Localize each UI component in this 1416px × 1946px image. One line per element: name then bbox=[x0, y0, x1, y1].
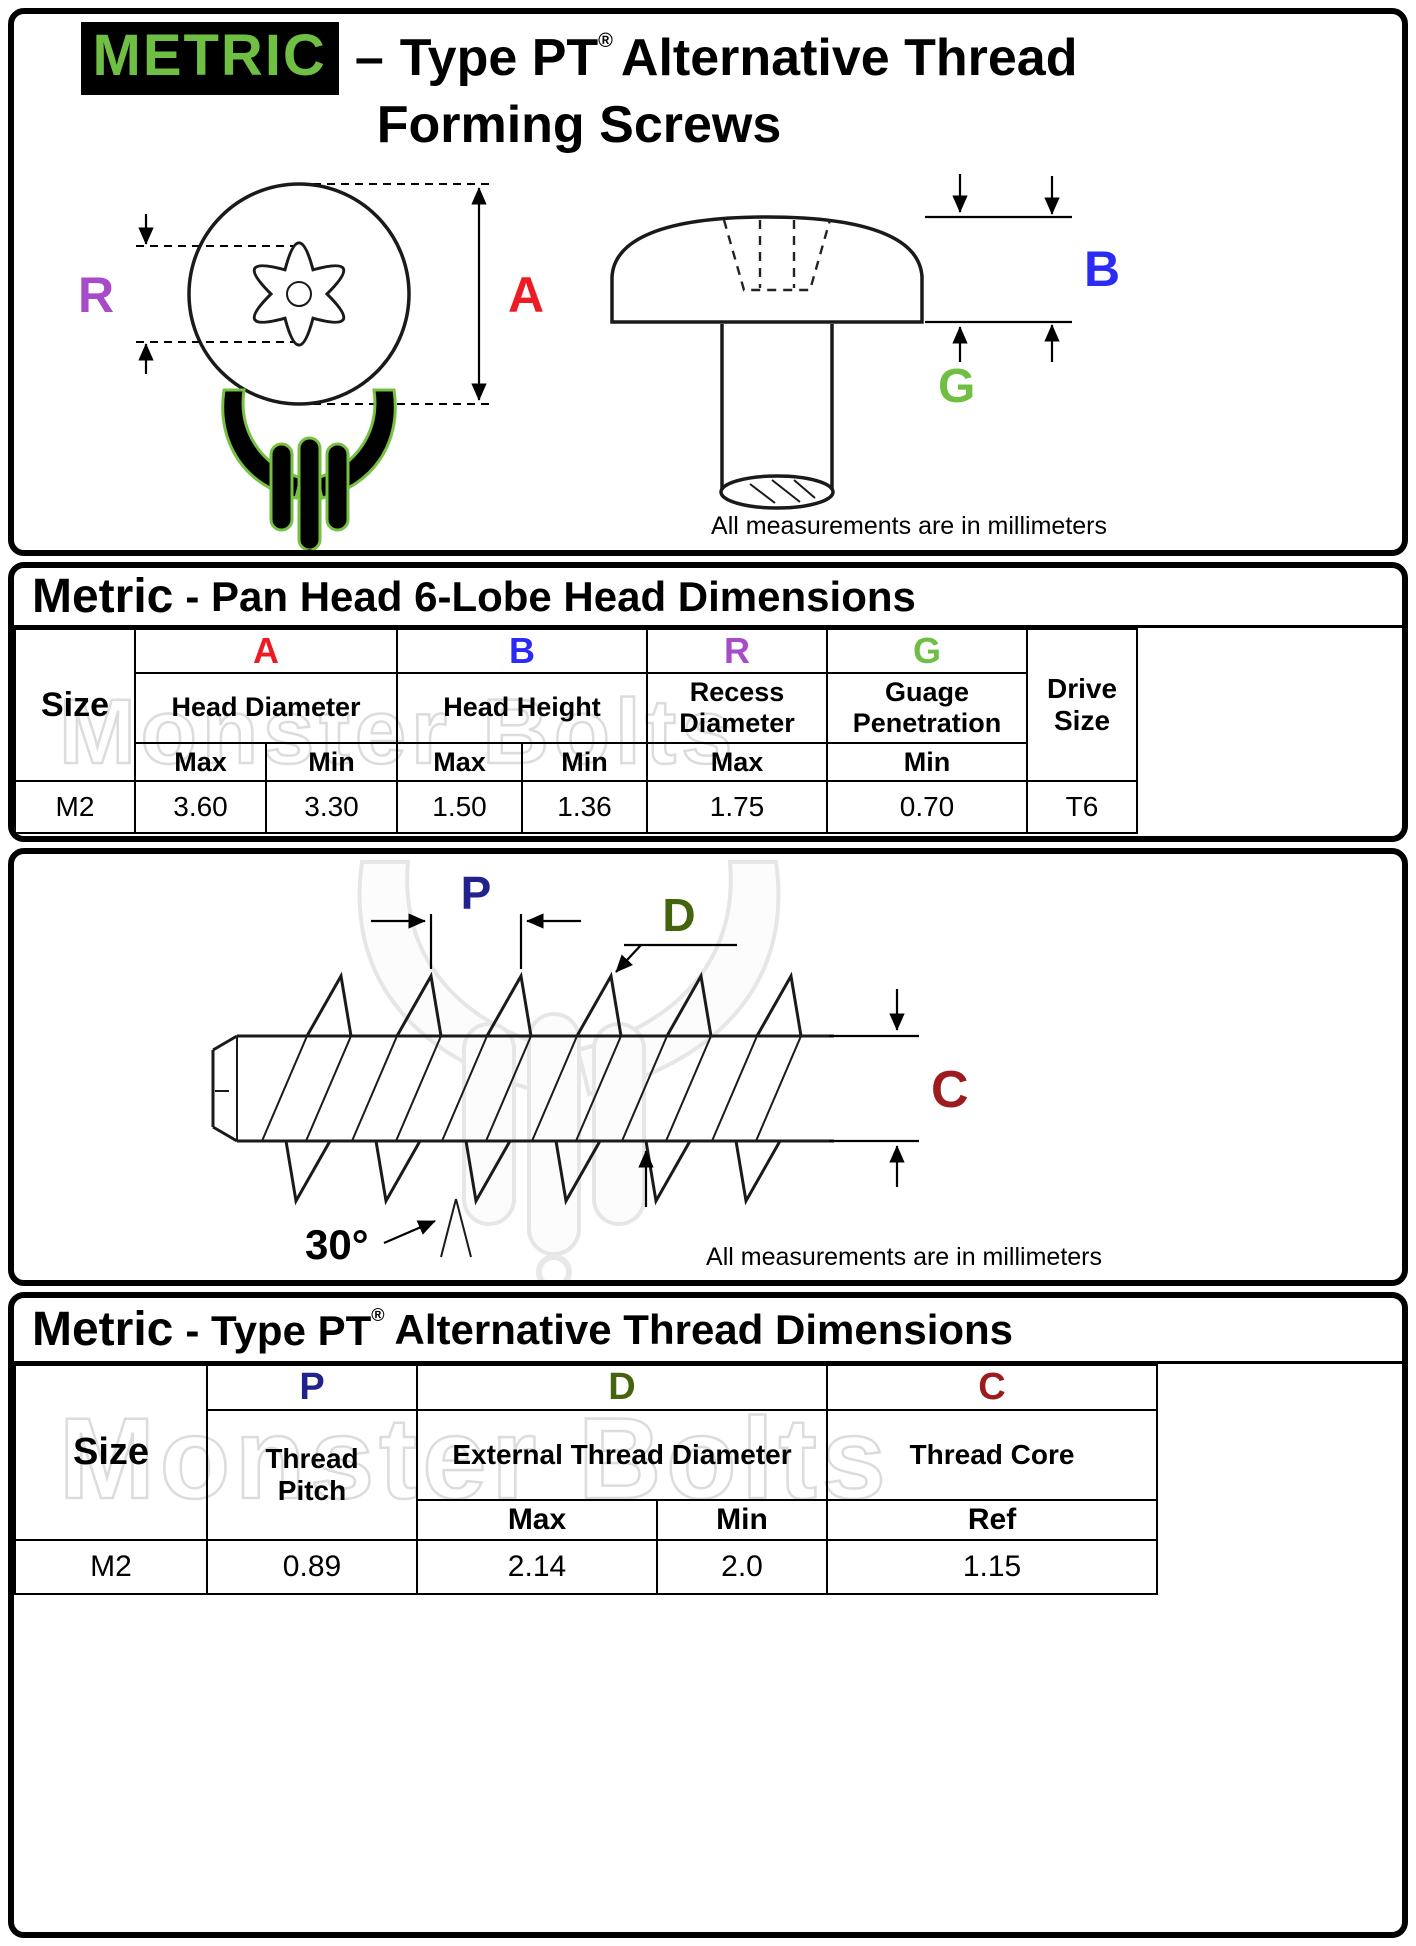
col-name-guage-penetration: Guage Penetration bbox=[826, 672, 1028, 744]
page-title: METRIC – Type PT®Alternative Thread Form… bbox=[14, 14, 1144, 155]
logo-bolt-center bbox=[297, 436, 322, 550]
thread-drawing-section: P D C 30° All measurements are in millim… bbox=[8, 848, 1408, 1286]
cell-a-max: 3.60 bbox=[134, 780, 267, 834]
sub-d-min: Min bbox=[655, 1499, 829, 1541]
measurement-note: All measurements are in millimeters bbox=[706, 1243, 1102, 1271]
dim-label-B: B bbox=[1084, 241, 1120, 297]
cell-b-max: 1.50 bbox=[396, 780, 523, 834]
cell-size: M2 bbox=[14, 1539, 208, 1595]
thread-dimensions-section: Metric - Type PT® Alternative Thread Dim… bbox=[8, 1292, 1408, 1938]
registered-mark: ® bbox=[598, 30, 613, 53]
heading-rest: - Type PT® bbox=[185, 1304, 385, 1354]
thread-profile-drawing: P D C 30° bbox=[211, 869, 969, 1268]
metric-badge: METRIC bbox=[80, 22, 339, 95]
dim-label-D: D bbox=[662, 889, 695, 941]
head-table-heading: Metric - Pan Head 6-Lobe Head Dimensions bbox=[14, 568, 1402, 628]
col-name-head-diameter: Head Diameter bbox=[134, 672, 398, 744]
sub-d-max: Max bbox=[416, 1499, 658, 1541]
logo-bolt-left bbox=[269, 442, 294, 532]
page-title-line1: METRIC – Type PT®Alternative Thread bbox=[14, 22, 1144, 95]
thread-dimensions-table: Size P D C Thread Pitch External Thread … bbox=[14, 1364, 1159, 1595]
head-dimensions-section: Metric - Pan Head 6-Lobe Head Dimensions… bbox=[8, 562, 1408, 842]
head-dimensions-table: Size A B R G Drive Size Head Diameter He… bbox=[14, 628, 1138, 834]
sub-b-max: Max bbox=[396, 742, 523, 782]
logo-ring bbox=[306, 549, 313, 550]
col-letter-D: D bbox=[415, 1364, 829, 1411]
col-header-drive-size: Drive Size bbox=[1026, 628, 1138, 782]
head-top-view-drawing: A R bbox=[78, 182, 544, 406]
col-name-thread-core: Thread Core bbox=[826, 1409, 1159, 1501]
col-header-size: Size bbox=[14, 628, 136, 782]
six-lobe-recess bbox=[252, 241, 346, 347]
col-name-recess-diameter: Recess Diameter bbox=[646, 672, 828, 744]
monster-bolts-logo bbox=[221, 388, 397, 550]
sub-a-max: Max bbox=[134, 742, 267, 782]
sub-g-min: Min bbox=[826, 742, 1028, 782]
heading-metric: Metric bbox=[32, 1303, 174, 1356]
cell-b-min: 1.36 bbox=[521, 780, 648, 834]
col-letter-A: A bbox=[134, 628, 398, 674]
dim-label-R: R bbox=[78, 267, 114, 323]
heading-metric: Metric bbox=[32, 570, 174, 623]
dim-label-G: G bbox=[938, 360, 975, 413]
col-name-thread-pitch: Thread Pitch bbox=[206, 1409, 418, 1541]
sub-c-ref: Ref bbox=[826, 1499, 1159, 1541]
cell-c-ref: 1.15 bbox=[826, 1539, 1159, 1595]
col-name-external-thread-diameter: External Thread Diameter bbox=[415, 1409, 829, 1501]
table-row: M2 0.89 2.14 2.0 1.15 bbox=[14, 1539, 1159, 1595]
cell-p: 0.89 bbox=[206, 1539, 418, 1595]
recess-center-circle bbox=[286, 281, 312, 307]
title-text: Type PT®Alternative Thread bbox=[399, 29, 1078, 88]
head-outline-circle bbox=[187, 182, 411, 406]
table-row: M2 3.60 3.30 1.50 1.36 1.75 0.70 T6 bbox=[14, 780, 1138, 834]
dim-line-D bbox=[615, 944, 642, 973]
col-letter-B: B bbox=[396, 628, 648, 674]
measurement-note: All measurements are in millimeters bbox=[711, 512, 1107, 540]
dim-label-P: P bbox=[461, 869, 492, 919]
page-title-line2: Forming Screws bbox=[376, 95, 782, 154]
sub-a-min: Min bbox=[265, 742, 398, 782]
angle-pointer-arrow bbox=[383, 1219, 436, 1245]
logo-bolt-right bbox=[325, 442, 350, 532]
heading-rest: - Pan Head 6-Lobe Head Dimensions bbox=[185, 572, 916, 620]
thread-table-heading: Metric - Type PT® Alternative Thread Dim… bbox=[14, 1298, 1402, 1364]
cell-r-max: 1.75 bbox=[646, 780, 828, 834]
col-letter-P: P bbox=[206, 1364, 418, 1411]
sub-b-min: Min bbox=[521, 742, 648, 782]
col-letter-R: R bbox=[646, 628, 828, 674]
head-side-view-drawing: B G bbox=[610, 174, 1120, 510]
heading-tail: Alternative Thread Dimensions bbox=[394, 1305, 1014, 1353]
title-section: METRIC – Type PT®Alternative Thread Form… bbox=[8, 8, 1408, 556]
dim-label-C: C bbox=[931, 1061, 969, 1119]
cell-drive: T6 bbox=[1026, 780, 1138, 834]
recess-hidden-lines bbox=[722, 219, 832, 292]
cell-a-min: 3.30 bbox=[265, 780, 398, 834]
title-dash: – bbox=[354, 29, 384, 88]
cell-d-min: 2.0 bbox=[655, 1539, 829, 1595]
registered-mark: ® bbox=[371, 1304, 385, 1325]
cell-size: M2 bbox=[14, 780, 136, 834]
pan-head-profile bbox=[610, 215, 924, 324]
col-letter-G: G bbox=[826, 628, 1028, 674]
flank-angle-label: 30° bbox=[305, 1221, 369, 1268]
col-header-size: Size bbox=[14, 1364, 208, 1541]
col-name-head-height: Head Height bbox=[396, 672, 648, 744]
col-letter-C: C bbox=[826, 1364, 1159, 1411]
dim-label-A: A bbox=[508, 267, 544, 323]
sub-r-max: Max bbox=[646, 742, 828, 782]
shank-break-ellipse bbox=[719, 474, 835, 510]
cell-d-max: 2.14 bbox=[416, 1539, 658, 1595]
cell-g-min: 0.70 bbox=[826, 780, 1028, 834]
